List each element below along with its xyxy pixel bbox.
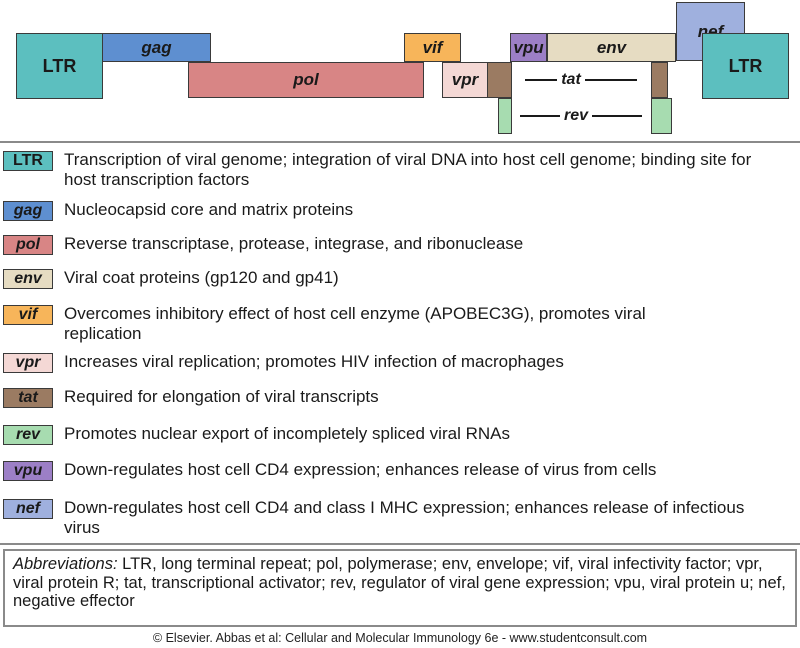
copyright-credit: © Elsevier. Abbas et al: Cellular and Mo… <box>152 631 648 645</box>
gene-label: LTR <box>42 55 77 76</box>
legend-swatch: vif <box>3 305 53 325</box>
legend-swatch: nef <box>3 499 53 519</box>
rev-splice-label: rev <box>515 106 647 126</box>
gene-ltr-left: LTR <box>16 33 103 99</box>
gene-label: env <box>596 37 627 57</box>
legend-description: Down-regulates host cell CD4 and class I… <box>64 498 745 537</box>
gene-gag: gag <box>102 33 211 62</box>
gene-vif: vif <box>404 33 461 62</box>
legend-swatch: LTR <box>3 151 53 171</box>
gene-rev-exon2 <box>651 98 672 134</box>
gene-label: rev <box>563 107 589 124</box>
divider <box>0 543 800 545</box>
gene-vpr: vpr <box>442 62 488 98</box>
legend-swatch: rev <box>3 425 53 445</box>
gene-tat-exon2 <box>651 62 668 98</box>
legend-swatch: gag <box>3 201 53 221</box>
gene-label: gag <box>141 37 172 57</box>
legend-row-ltr: LTR Transcription of viral genome; integ… <box>3 150 784 190</box>
legend-swatch: vpu <box>3 461 53 481</box>
splice-line <box>519 115 560 117</box>
legend-row-gag: gag Nucleocapsid core and matrix protein… <box>3 200 784 221</box>
legend-row-pol: pol Reverse transcriptase, protease, int… <box>3 234 784 255</box>
splice-line <box>525 79 558 81</box>
gene-rev-exon1 <box>498 98 512 134</box>
gene-label: vpr <box>451 70 479 89</box>
abbreviations-lead: Abbreviations: <box>13 555 118 573</box>
legend-description: Transcription of viral genome; integrati… <box>64 150 752 189</box>
legend-description: Overcomes inhibitory effect of host cell… <box>64 304 646 343</box>
gene-ltr-right: LTR <box>702 33 789 99</box>
gene-tat-exon1 <box>487 62 512 98</box>
legend-row-tat: tat Required for elongation of viral tra… <box>3 387 784 408</box>
legend-swatch: env <box>3 269 53 289</box>
legend-description: Down-regulates host cell CD4 expression;… <box>64 460 657 479</box>
gene-vpu: vpu <box>510 33 547 62</box>
legend-row-vpr: vpr Increases viral replication; promote… <box>3 352 784 373</box>
gene-label: tat <box>561 71 581 88</box>
gene-label: vif <box>422 37 443 57</box>
legend-row-vpu: vpu Down-regulates host cell CD4 express… <box>3 460 784 481</box>
legend-swatch: pol <box>3 235 53 255</box>
legend-swatch: tat <box>3 388 53 408</box>
gene-label: vpu <box>513 37 544 57</box>
legend-description: Required for elongation of viral transcr… <box>64 387 379 406</box>
legend-description: Promotes nuclear export of incompletely … <box>64 424 510 443</box>
abbreviations-box: Abbreviations: LTR, long terminal repeat… <box>3 549 797 627</box>
legend-row-nef: nef Down-regulates host cell CD4 and cla… <box>3 498 784 538</box>
gene-env: env <box>547 33 676 62</box>
tat-splice-label: tat <box>515 70 647 90</box>
legend-row-rev: rev Promotes nuclear export of incomplet… <box>3 424 784 445</box>
gene-pol: pol <box>188 62 424 98</box>
legend-description: Nucleocapsid core and matrix proteins <box>64 200 354 219</box>
legend-description: Increases viral replication; promotes HI… <box>64 352 564 371</box>
gene-label: pol <box>293 70 319 89</box>
legend-description: Reverse transcriptase, protease, integra… <box>64 234 524 253</box>
legend-swatch: vpr <box>3 353 53 373</box>
splice-line <box>584 79 637 81</box>
legend-row-vif: vif Overcomes inhibitory effect of host … <box>3 304 664 344</box>
abbreviations-text: LTR, long terminal repeat; pol, polymera… <box>13 555 786 610</box>
legend-description: Viral coat proteins (gp120 and gp41) <box>64 268 339 287</box>
legend-row-env: env Viral coat proteins (gp120 and gp41) <box>3 268 784 289</box>
splice-line <box>592 115 643 117</box>
divider <box>0 141 800 143</box>
gene-label: LTR <box>728 55 763 76</box>
